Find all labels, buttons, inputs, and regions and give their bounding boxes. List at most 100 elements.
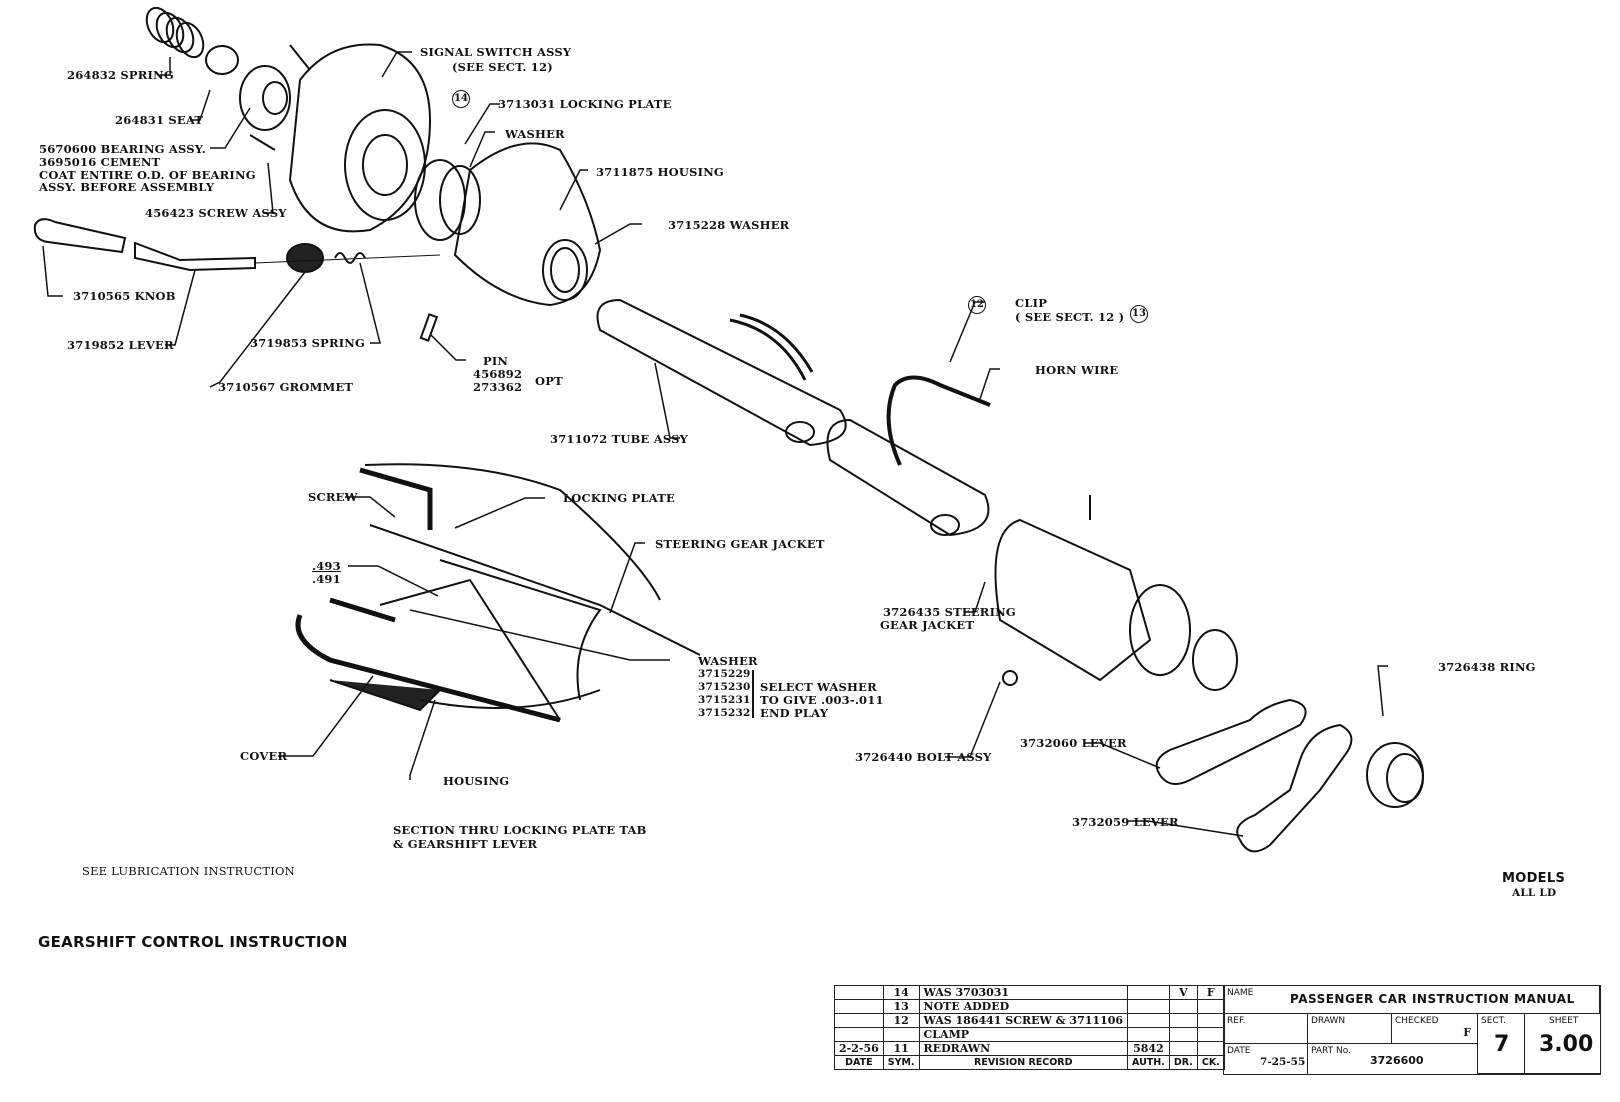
steering-gear-jacket-drawing: [994, 495, 1238, 691]
models-heading: MODELS: [1502, 871, 1566, 886]
washer-option-4: 3715232: [698, 707, 751, 719]
rev-ck: [1196, 1013, 1225, 1028]
header-dr: DR.: [1168, 1055, 1198, 1070]
sheet-value: 3.00: [1539, 1032, 1594, 1057]
label-ring: 3726438 RING: [1438, 660, 1536, 674]
part-label: PART No.: [1311, 1046, 1351, 1056]
revision-row: CLAMP: [834, 1027, 1225, 1042]
checked-label: CHECKED: [1395, 1016, 1439, 1026]
rev-date: 2-2-56: [834, 1041, 884, 1056]
rev-auth: 5842: [1127, 1041, 1170, 1056]
label-grommet: 3710567 GROMMET: [218, 380, 354, 394]
date-label: DATE: [1227, 1046, 1251, 1056]
dimension-min: .491: [312, 572, 341, 586]
bolt-drawing: [1002, 670, 1018, 686]
sheet-cell: SHEET 3.00: [1525, 1014, 1600, 1074]
label-spring-3719853: 3719853 SPRING: [250, 336, 366, 350]
rev-sym: 12: [882, 1013, 920, 1028]
revision-row: 2-2-56 11 REDRAWN 5842: [834, 1041, 1225, 1056]
label-signal-switch: SIGNAL SWITCH ASSY: [420, 45, 572, 59]
wire-tube-drawing: [826, 375, 991, 537]
label-lever-3732060: 3732060 LEVER: [1020, 736, 1127, 750]
washer-option-3: 3715231: [698, 694, 751, 706]
leader-lines: [42, 51, 1388, 837]
signal-switch-drawing: [288, 43, 432, 233]
section-caption-line-2: & GEARSHIFT LEVER: [393, 837, 538, 851]
label-coat-note: COAT ENTIRE O.D. OF BEARING: [39, 168, 256, 182]
label-cement: 3695016 CEMENT: [39, 155, 161, 169]
drawing-title: GEARSHIFT CONTROL INSTRUCTION: [38, 933, 348, 951]
rev-dr: V: [1168, 985, 1198, 1000]
label-select-washer: SELECT WASHER: [760, 680, 877, 694]
header-date: DATE: [834, 1055, 884, 1070]
washer-bracket: [752, 670, 754, 718]
label-section-screw: SCREW: [308, 490, 358, 504]
spring-3719853-drawing: [334, 252, 366, 264]
label-end-play: END PLAY: [760, 706, 829, 720]
label-knob: 3710565 KNOB: [73, 289, 176, 303]
label-seat-264831: 264831 SEAT: [115, 113, 204, 127]
label-pin-273362: 273362: [473, 380, 523, 394]
rev-auth: [1127, 985, 1170, 1000]
ref-cell: REF.: [1224, 1014, 1308, 1044]
knob-lever-drawing: [33, 218, 256, 272]
washer-drawing: [439, 165, 481, 235]
label-bolt-assy: 3726440 BOLT ASSY: [855, 750, 992, 764]
label-coat-note-2: ASSY. BEFORE ASSEMBLY: [39, 180, 215, 194]
revision-row: 13 NOTE ADDED: [834, 999, 1225, 1014]
rev-date: [834, 999, 884, 1014]
rev-ck: [1196, 1041, 1225, 1056]
rev-dr: [1168, 1027, 1198, 1042]
pin-drawing: [419, 313, 439, 342]
label-spring-264832: 264832 SPRING: [67, 68, 174, 82]
rev-record: REDRAWN: [918, 1041, 1129, 1056]
rev-sym: 13: [882, 999, 920, 1014]
rev-sym: [882, 1027, 920, 1042]
washer-option-1: 3715229: [698, 668, 751, 680]
date-value: 7-25-55: [1260, 1056, 1306, 1068]
label-pin-456892: 456892: [473, 367, 523, 381]
name-cell: NAME PASSENGER CAR INSTRUCTION MANUAL: [1224, 986, 1600, 1014]
label-section-washer: WASHER: [698, 654, 758, 668]
label-section-steering-jacket: STEERING GEAR JACKET: [655, 537, 825, 551]
revision-marker-12: 12: [968, 296, 986, 314]
label-cover: COVER: [240, 749, 288, 763]
lubrication-note: SEE LUBRICATION INSTRUCTION: [82, 864, 295, 878]
revision-row: 14 WAS 3703031 V F: [834, 985, 1225, 1000]
label-bearing-assy: 5670600 BEARING ASSY.: [39, 142, 206, 156]
label-pin: PIN: [483, 354, 509, 368]
washer-option-2: 3715230: [698, 681, 751, 693]
drawn-label: DRAWN: [1311, 1016, 1346, 1026]
label-lever-3719852: 3719852 LEVER: [67, 338, 174, 352]
drawn-cell: DRAWN: [1308, 1014, 1392, 1044]
label-tube-assy: 3711072 TUBE ASSY: [550, 432, 688, 446]
label-housing: 3711875 HOUSING: [596, 165, 724, 179]
housing-drawing: [453, 142, 602, 307]
rev-date: [834, 1013, 884, 1028]
sect-cell: SECT. 7: [1478, 1014, 1525, 1074]
rev-record: CLAMP: [918, 1027, 1129, 1042]
sect-label: SECT.: [1481, 1016, 1506, 1026]
label-section-locking-plate: LOCKING PLATE: [563, 491, 675, 505]
label-horn-wire: HORN WIRE: [1035, 363, 1119, 377]
screw-drawing: [249, 44, 311, 151]
manual-name: PASSENGER CAR INSTRUCTION MANUAL: [1290, 992, 1575, 1006]
dimension-max: .493: [312, 559, 341, 573]
lever-3732059-drawing: [1236, 723, 1353, 853]
sect-value: 7: [1494, 1032, 1510, 1057]
grommet-drawing: [286, 243, 324, 273]
label-signal-switch-ref: (SEE SECT. 12): [452, 60, 553, 74]
rev-date: [834, 1027, 884, 1042]
label-locking-plate: 3713031 LOCKING PLATE: [498, 97, 672, 111]
label-clip-ref: ( SEE SECT. 12 ): [1015, 310, 1125, 324]
revision-marker-14: 14: [452, 90, 470, 108]
section-caption-line-1: SECTION THRU LOCKING PLATE TAB: [393, 823, 647, 837]
title-block: NAME PASSENGER CAR INSTRUCTION MANUAL RE…: [1223, 985, 1601, 1075]
rev-auth: [1127, 1027, 1170, 1042]
rev-ck: [1196, 1027, 1225, 1042]
rev-sym: 14: [882, 985, 920, 1000]
header-record: REVISION RECORD: [918, 1055, 1129, 1070]
label-washer: WASHER: [505, 127, 565, 141]
label-end-play-range: TO GIVE .003-.011: [760, 693, 884, 707]
